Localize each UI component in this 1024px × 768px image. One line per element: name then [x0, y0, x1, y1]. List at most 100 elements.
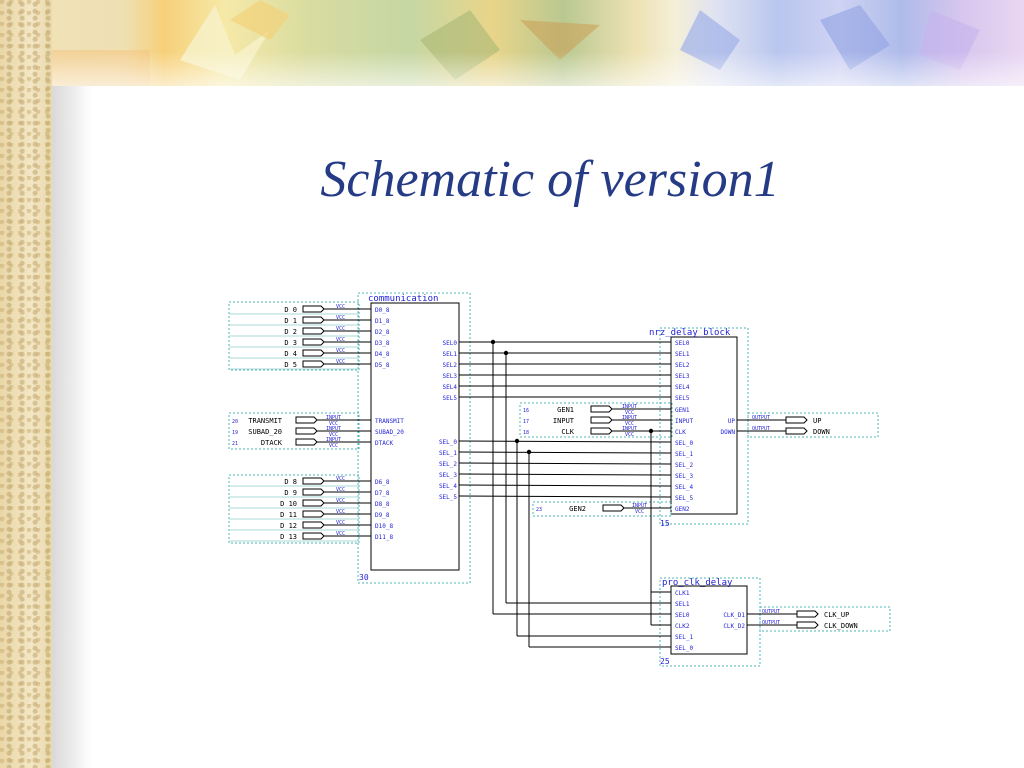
- vcc-label: VCC: [625, 432, 634, 438]
- comm-port-left-label: D1_8: [375, 318, 390, 325]
- vcc-label: VCC: [336, 520, 345, 526]
- input-pin-label: D_2: [284, 328, 297, 336]
- page-title: Schematic of version1: [320, 151, 780, 208]
- input-pin-label: D_10: [280, 500, 297, 508]
- clk-port-left-label: SEL1: [675, 601, 690, 608]
- input-pin-label: GEN1: [557, 406, 574, 414]
- communication-block-name: communication: [368, 294, 438, 304]
- output-pin-symbol: [785, 427, 808, 435]
- vcc-label: VCC: [336, 487, 345, 493]
- comm-port-right-label: SEL1: [443, 351, 458, 358]
- pin-number: 17: [523, 419, 529, 425]
- input-label: INPUT: [326, 437, 341, 443]
- input-pin-label: CLK: [561, 428, 574, 436]
- comm-port-right-label: SEL_3: [439, 472, 457, 479]
- nrz-frame: [659, 327, 749, 525]
- clk-port-left-label: CLK1: [675, 590, 690, 597]
- vcc-label: VCC: [625, 410, 634, 416]
- pin-number: 18: [523, 430, 529, 436]
- pro-clk-delay-block[interactable]: [670, 585, 748, 655]
- pin-number: 23: [536, 507, 542, 513]
- comm-port-left-label: D3_8: [375, 340, 390, 347]
- left-shadow: [52, 86, 92, 768]
- output-pin-symbol: [796, 621, 819, 629]
- vcc-label: VCC: [336, 498, 345, 504]
- input-pin-label: D_3: [284, 339, 297, 347]
- comm-port-left-label: D8_8: [375, 501, 390, 508]
- input-pin-symbol: [302, 360, 325, 368]
- nrz-port-left-label: INPUT: [675, 418, 693, 425]
- nrz-port-left-label: SEL5: [675, 395, 690, 402]
- pin-number: 21: [232, 441, 238, 447]
- pro-clk-block-name: pro_clk_delay: [662, 578, 733, 588]
- comm-port-left-label: D0_8: [375, 307, 390, 314]
- output-label: OUTPUT: [762, 609, 780, 615]
- nrz-port-left-label: SEL_3: [675, 473, 693, 480]
- comm-port-left-label: D7_8: [375, 490, 390, 497]
- input-pin-label: D_0: [284, 306, 297, 314]
- sel-bus-wire: [458, 473, 672, 476]
- pro-clk-block-number: 25: [660, 657, 670, 666]
- input-pin-label: D_8: [284, 478, 297, 486]
- input-pin-symbol: [302, 510, 325, 518]
- nrz-port-left-label: SEL4: [675, 384, 690, 391]
- clk-port-left-label: SEL_0: [675, 645, 693, 652]
- comm-port-right-label: SEL_2: [439, 461, 457, 468]
- nrz-port-left-label: GEN1: [675, 407, 690, 414]
- output-pin-label: DOWN: [813, 428, 830, 436]
- comm-port-left-label: D9_8: [375, 512, 390, 519]
- nrz-port-left-label: SEL_5: [675, 495, 693, 502]
- input-pin-label: SUBAD_20: [248, 428, 282, 436]
- clk-port-left-label: CLK2: [675, 623, 690, 630]
- comm-port-left-label: DTACK: [375, 440, 393, 447]
- communication-block[interactable]: [370, 302, 460, 571]
- comm-port-right-label: SEL4: [443, 384, 458, 391]
- communication-block-number: 30: [359, 573, 369, 582]
- input-pin-label: GEN2: [569, 505, 586, 513]
- output-pin-symbol: [796, 610, 819, 618]
- clk-port-right-label: CLK_D1: [723, 612, 745, 619]
- output-label: OUTPUT: [752, 415, 770, 421]
- input-pin-symbol: [302, 316, 325, 324]
- input-pin-label: D_13: [280, 533, 297, 541]
- vcc-label: VCC: [336, 315, 345, 321]
- clk-port-left-label: SEL_1: [675, 634, 693, 641]
- sel-bus-wire: [458, 440, 672, 443]
- input-label: INPUT: [622, 415, 637, 421]
- comm-port-right-label: SEL_1: [439, 450, 457, 457]
- nrz-port-right-label: UP: [728, 418, 736, 425]
- input-pin-label: D_1: [284, 317, 297, 325]
- comm-port-left-label: D2_8: [375, 329, 390, 336]
- schematic-elements: D0_8D1_8D2_8D3_8D4_8D5_8TRANSMITSUBAD_20…: [228, 301, 891, 652]
- vcc-label: VCC: [336, 304, 345, 310]
- vcc-label: VCC: [336, 509, 345, 515]
- output-pin-label: CLK_DOWN: [824, 622, 858, 630]
- nrz-port-left-label: GEN2: [675, 506, 690, 513]
- input-pin-symbol: [590, 416, 613, 424]
- vcc-label: VCC: [336, 337, 345, 343]
- input-label: INPUT: [326, 426, 341, 432]
- comm-port-right-label: SEL5: [443, 395, 458, 402]
- pin-number: 20: [232, 419, 238, 425]
- input-pin-symbol: [302, 338, 325, 346]
- nrz-port-left-label: SEL1: [675, 351, 690, 358]
- nrz-port-left-label: CLK: [675, 429, 686, 436]
- nrz-delay-block[interactable]: [670, 336, 738, 515]
- vcc-label: VCC: [336, 326, 345, 332]
- nrz-output-frame: [747, 412, 879, 438]
- input-pin-symbol: [302, 327, 325, 335]
- nrz-block-number: 15: [660, 519, 670, 528]
- output-pin-label: UP: [813, 417, 821, 425]
- vcc-label: VCC: [635, 509, 644, 515]
- input-pin-label: D_11: [280, 511, 297, 519]
- nrz-port-left-label: SEL2: [675, 362, 690, 369]
- input-pin-symbol: [590, 427, 613, 435]
- input-pin-label: INPUT: [553, 417, 575, 425]
- vcc-label: VCC: [336, 476, 345, 482]
- gen2-input-frame: [532, 501, 672, 517]
- vcc-label: VCC: [625, 421, 634, 427]
- input-pin-label: D_9: [284, 489, 297, 497]
- vcc-label: VCC: [329, 443, 338, 449]
- comm-port-right-label: SEL_4: [439, 483, 457, 490]
- comm-port-left-label: TRANSMIT: [375, 418, 404, 425]
